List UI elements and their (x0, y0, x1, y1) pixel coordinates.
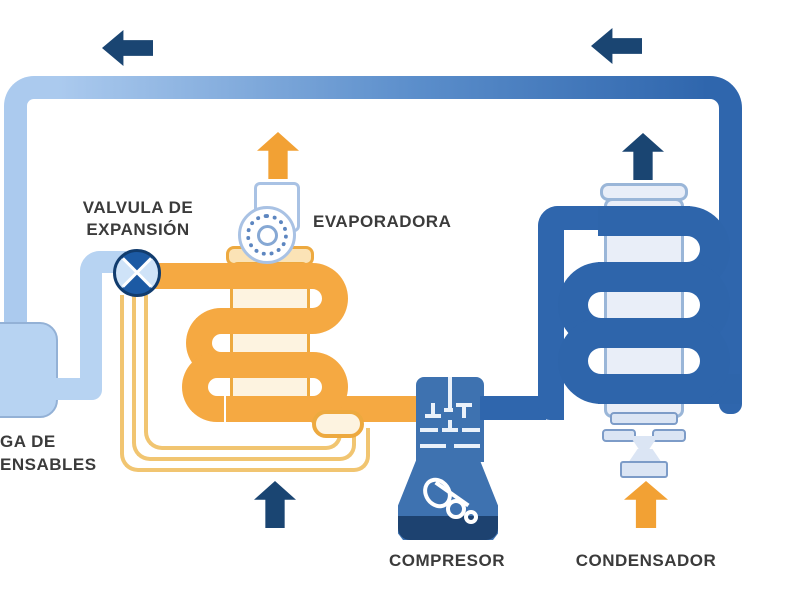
sight-glass-oval (312, 410, 364, 438)
compressor-discharge-valve-icon (462, 406, 466, 418)
pipe-top-gradient (58, 76, 708, 99)
capillary-line-outer (120, 295, 344, 472)
condenser-drain-funnel (628, 449, 662, 463)
compressor-discharge-valve-icon (456, 403, 472, 407)
condenser-coil-run-3 (598, 318, 690, 348)
capillary-line-outer-end (340, 428, 370, 472)
tank-outlet-pipe (50, 378, 88, 400)
compressor-suction-valve-icon (431, 403, 435, 415)
capillary-line-middle-end (328, 426, 356, 461)
condenser-flange-right (652, 429, 686, 442)
tank-label-line2: ENSABLES (0, 455, 97, 474)
evaporator-coil-run-2 (226, 308, 310, 334)
discharge-pipe-corner (538, 206, 576, 244)
flow-arrow-up-evaporator-air-out (257, 132, 299, 179)
flow-arrow-left-top-left (102, 30, 153, 66)
flow-arrow-left-top-right (591, 28, 642, 64)
compressor-crank-icon (446, 499, 466, 519)
condenser-coil-run-1 (598, 206, 690, 236)
condenser-label: CONDENSADOR (575, 551, 717, 570)
discharge-pipe-horizontal (480, 396, 546, 420)
compressor-suction-valve-icon (425, 414, 441, 418)
condenser-drain-base (620, 461, 668, 478)
fan-blades-icon (246, 214, 288, 256)
capillary-line-inner (144, 295, 320, 450)
compressor-glyph-line (420, 428, 438, 432)
compressor-glyph-line (454, 444, 480, 448)
condenser-coil-bend-left-2 (558, 318, 602, 404)
evaporator-coil-run-3 (226, 352, 310, 378)
flow-arrow-up-condenser-air-in (624, 481, 668, 528)
compressor-valve-stem (448, 377, 452, 408)
flow-arrow-up-condenser-air-out (622, 133, 664, 180)
tank-label-line1: GA DE (0, 432, 56, 451)
pipe-left-liquid-line (4, 130, 27, 326)
pipe-corner-top-right (704, 76, 742, 134)
evaporator-coil-bend-right-1 (306, 263, 348, 334)
condenser-flange-left (602, 429, 636, 442)
compressor-glyph-dash (444, 408, 453, 412)
tank-label: GA DE ENSABLES (0, 430, 97, 476)
tank-riser-corner (80, 251, 116, 287)
compressor-base-band (398, 516, 498, 540)
pipe-corner-top-left (4, 76, 62, 134)
compressor-glyph-line (420, 444, 446, 448)
condenser-coil-run-2 (598, 262, 690, 292)
tank-riser-pipe (80, 285, 102, 400)
evaporator-coil-run-1 (152, 263, 310, 289)
evaporator-label: EVAPORADORA (313, 212, 452, 231)
compressor-crank-icon (464, 510, 478, 524)
condensate-tank (0, 322, 58, 418)
compressor-glyph-line (462, 428, 480, 432)
condenser-bottom-band (610, 412, 678, 425)
compressor-piston-valve-icon (442, 428, 458, 432)
fan-hub-icon (257, 225, 278, 246)
flow-arrow-up-evaporator-air-in (254, 481, 296, 528)
expansion-valve-label-line1: VALVULA DE (82, 198, 194, 217)
expansion-valve-label-line2: EXPANSIÓN (86, 220, 190, 239)
compressor-label: COMPRESOR (389, 551, 505, 570)
discharge-pipe-vertical (538, 238, 564, 420)
compressor-piston-valve-icon (448, 420, 452, 429)
capillary-line-middle (132, 295, 332, 461)
expansion-valve-label: VALVULA DE EXPANSIÓN (60, 197, 216, 241)
expansion-valve-icon (113, 249, 161, 297)
